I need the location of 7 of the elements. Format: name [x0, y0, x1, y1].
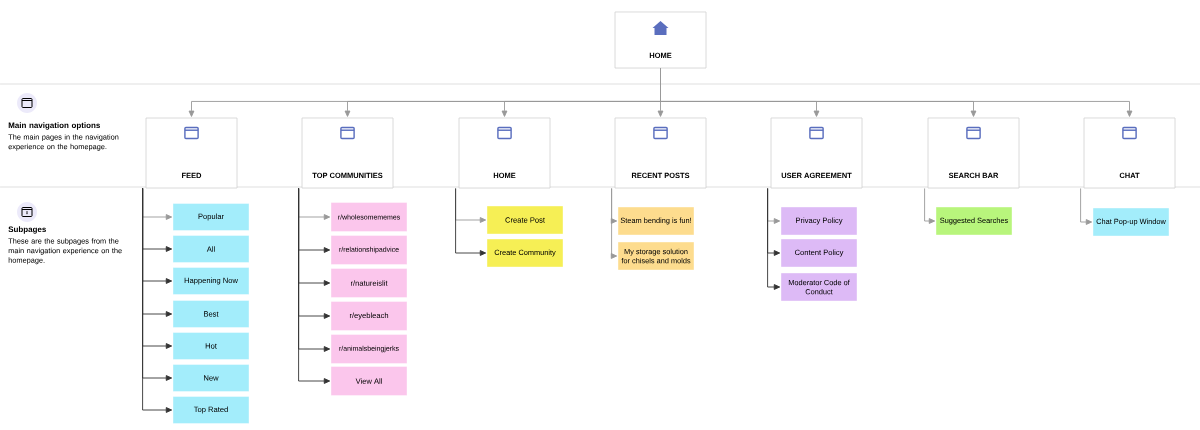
- arrow: [455, 188, 487, 256]
- arrow: [1080, 188, 1093, 225]
- arrow: [298, 188, 331, 384]
- arrow: [610, 188, 618, 259]
- arrow: [767, 188, 781, 290]
- arrow: [660, 68, 1133, 117]
- arrow: [924, 188, 936, 224]
